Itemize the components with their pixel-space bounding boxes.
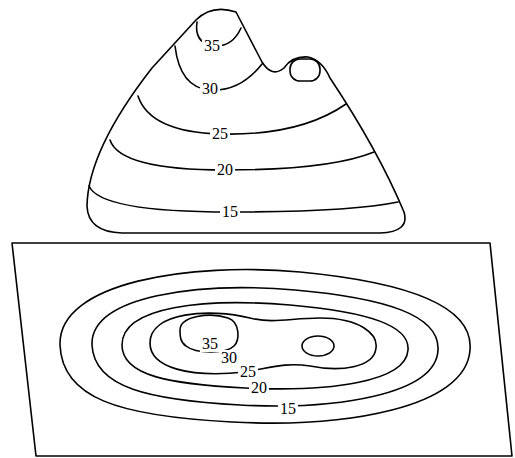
hill-outline (87, 9, 405, 233)
contour-elevation: 20 (215, 162, 235, 178)
contour-elevation: 15 (278, 401, 298, 417)
contour-elevation: 15 (220, 204, 240, 220)
contour-elevation: 35 (202, 38, 222, 54)
map-contour-20 (92, 288, 438, 406)
contour-elevation: 20 (249, 380, 269, 396)
contour-elevation: 30 (200, 81, 220, 97)
contour-elevation: 35 (200, 336, 220, 352)
map-small-peak (302, 336, 334, 356)
hill-small-peak (290, 59, 320, 81)
map-contour-15 (60, 270, 470, 423)
map-contour-35 (180, 315, 238, 352)
hill-contour-25 (138, 96, 346, 134)
contour-elevation: 25 (238, 364, 258, 380)
hill-contour-20 (110, 140, 374, 170)
contour-elevation: 25 (210, 126, 230, 142)
contour-elevation: 30 (219, 350, 239, 366)
map-contour-25 (122, 303, 408, 389)
map-plane (12, 243, 512, 456)
map-contour-30 (150, 313, 376, 374)
hill-contour-15 (89, 186, 398, 212)
